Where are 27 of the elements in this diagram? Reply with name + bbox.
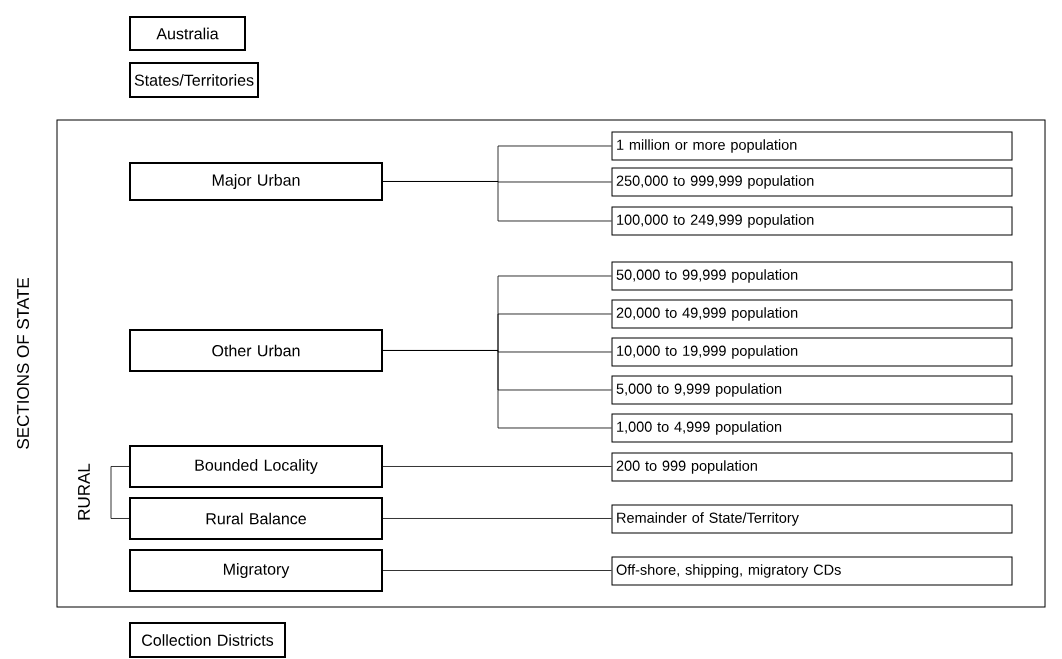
level-box: Migratory [129, 549, 383, 592]
category-box: 10,000 to 19,999 population [611, 337, 1013, 367]
level-box: Collection Districts [129, 622, 286, 658]
level-box: Rural Balance [129, 497, 383, 540]
level-box: Bounded Locality [129, 445, 383, 488]
connector-line [382, 518, 612, 519]
category-box: 50,000 to 99,999 population [611, 261, 1013, 291]
level-box: States/Territories [129, 62, 259, 98]
level-box: Australia [129, 16, 246, 51]
category-box: Off-shore, shipping, migratory CDs [611, 556, 1013, 586]
connector-line [382, 350, 612, 429]
category-box: Remainder of State/Territory [611, 504, 1013, 534]
group-label: RURAL [78, 463, 90, 520]
level-box: Other Urban [129, 329, 383, 372]
category-box: 5,000 to 9,999 population [611, 375, 1013, 405]
level-box: Major Urban [129, 162, 383, 201]
category-box: 20,000 to 49,999 population [611, 299, 1013, 329]
connector-line [382, 181, 612, 222]
category-box: 100,000 to 249,999 population [611, 206, 1013, 236]
category-box: 1 million or more population [611, 131, 1013, 161]
bracket [110, 466, 130, 519]
category-box: 1,000 to 4,999 population [611, 413, 1013, 443]
category-box: 200 to 999 population [611, 452, 1013, 482]
node-label: SECTIONS OF STATE [16, 278, 30, 449]
connector-line [382, 570, 612, 571]
category-box: 250,000 to 999,999 population [611, 167, 1013, 197]
connector-line [382, 466, 612, 467]
